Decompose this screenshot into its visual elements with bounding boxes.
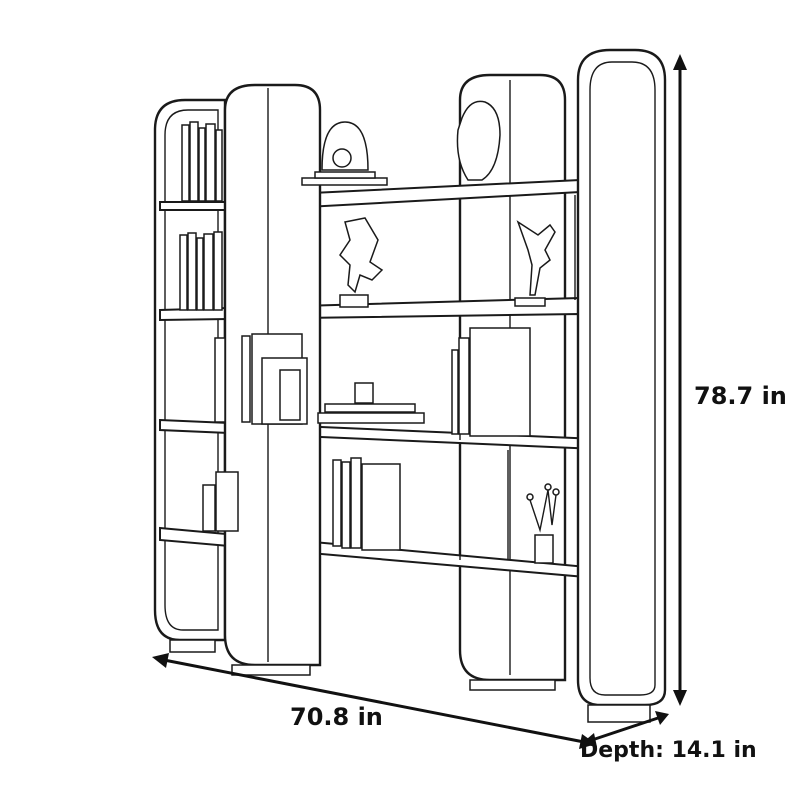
- depth-label: Depth: 14.1 in: [580, 738, 757, 763]
- books-bottom-center: [332, 457, 401, 551]
- figure-sculpture-left: [339, 217, 384, 308]
- books-top-left: [181, 121, 223, 202]
- depth-dimension-arrow: [581, 711, 669, 747]
- books-middle-right: [451, 327, 531, 437]
- front-right-panel: [576, 48, 667, 707]
- vase: [456, 100, 501, 181]
- arch-sculpture: [301, 121, 388, 186]
- books-bottom-left: [202, 471, 239, 532]
- height-label: 78.7 in: [694, 382, 787, 410]
- figure-sculpture-right: [514, 220, 556, 307]
- books-middle-left: [214, 333, 308, 425]
- feet: [169, 639, 651, 723]
- books-second-left: [179, 231, 223, 311]
- books-middle-center: [317, 382, 425, 424]
- height-dimension-arrow: [673, 54, 687, 706]
- candle-holder: [526, 483, 560, 564]
- width-label: 70.8 in: [290, 703, 383, 731]
